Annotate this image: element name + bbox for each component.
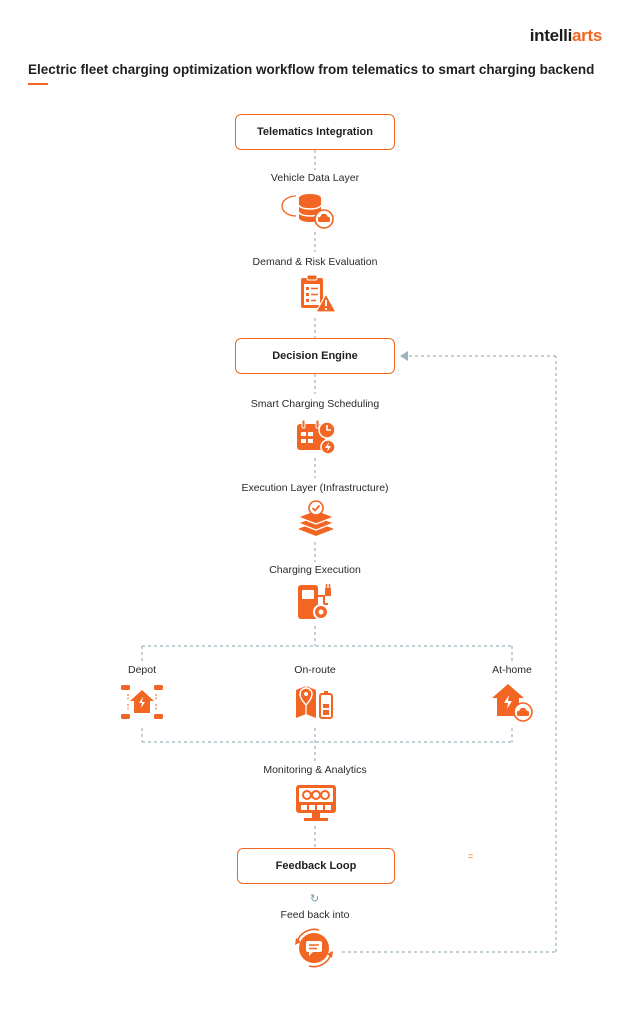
- clipboard-warning-icon: [295, 274, 339, 314]
- calendar-clock-bolt-icon: [294, 416, 338, 456]
- vehicle-data-label: Vehicle Data Layer: [270, 172, 360, 184]
- home-car-icon: [490, 682, 534, 722]
- layers-check-icon: [294, 500, 338, 540]
- logo-prefix: intelli: [529, 26, 573, 45]
- charger-gear-icon: [294, 582, 338, 622]
- feed-back-into-label: Feed back into: [280, 909, 350, 921]
- database-car-icon: [281, 190, 337, 230]
- depot-label: Depot: [127, 664, 157, 676]
- demand-risk-label: Demand & Risk Evaluation: [252, 256, 378, 268]
- charging-execution-label: Charging Execution: [269, 564, 361, 576]
- telematics-integration-box: Telematics Integration: [235, 114, 395, 150]
- feedback-loop-box: Feedback Loop: [237, 848, 395, 884]
- feedback-arrowhead: [400, 351, 408, 361]
- dashboard-icon: [294, 782, 338, 822]
- equals-mark: =: [468, 851, 474, 861]
- monitoring-analytics-label: Monitoring & Analytics: [263, 764, 367, 776]
- map-pin-battery-icon: [294, 682, 338, 722]
- decision-engine-box: Decision Engine: [235, 338, 395, 374]
- on-route-label: On-route: [294, 664, 336, 676]
- cycle-icon: ↻: [310, 893, 320, 905]
- depot-cars-icon: [120, 682, 164, 722]
- logo-accent: arts: [572, 26, 602, 45]
- smart-scheduling-label: Smart Charging Scheduling: [250, 398, 380, 410]
- execution-layer-label: Execution Layer (Infrastructure): [241, 482, 389, 494]
- page-title: Electric fleet charging optimization wor…: [28, 62, 595, 77]
- chat-cycle-icon: [292, 928, 336, 968]
- title-underline: [28, 83, 48, 85]
- brand-logo: intelliarts: [529, 26, 603, 46]
- at-home-label: At-home: [492, 664, 532, 676]
